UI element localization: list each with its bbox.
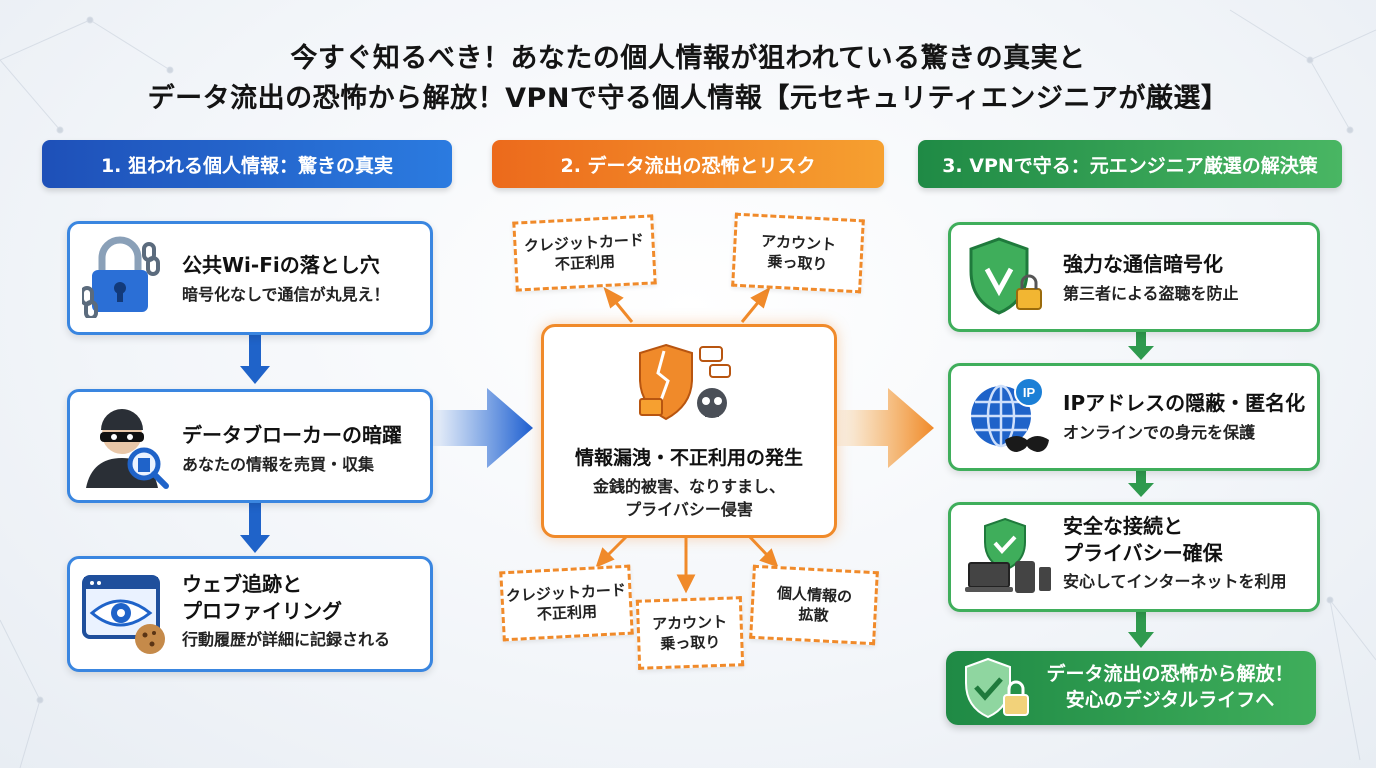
devices-shield-icon <box>965 517 1051 593</box>
masked-thief-icon <box>86 409 169 489</box>
threat-title-line1: ウェブ追跡と <box>182 572 302 596</box>
solution-title: 強力な通信暗号化 <box>1063 252 1223 276</box>
svg-text:IP: IP <box>1023 385 1036 400</box>
leak-desc-line1: 金銭的被害、なりすまし、 <box>592 477 785 496</box>
final-message-banner: データ流出の恐怖から解放！ 安心のデジタルライフへ <box>946 651 1316 725</box>
risk-box-account-takeover-bottom: アカウント乗っ取り <box>635 596 745 670</box>
section-header-risks: 2. データ流出の恐怖とリスク <box>492 140 884 188</box>
browser-eye-cookie-icon <box>82 575 165 654</box>
solution-title: IPアドレスの隠蔽・匿名化 <box>1063 391 1306 415</box>
risk-box-credit-card-top: クレジットカード不正利用 <box>512 214 657 292</box>
broken-shield-skull-icon <box>639 343 731 421</box>
risk-line2: 乗っ取り <box>660 632 721 654</box>
risk-box-account-takeover-top: アカウント乗っ取り <box>731 212 865 294</box>
solution-card-encryption: 強力な通信暗号化 第三者による盗聴を防止 <box>948 222 1320 332</box>
globe-ip-mask-icon: IP <box>971 377 1049 452</box>
chained-padlock-icon <box>82 236 160 318</box>
page-title-line1: 今すぐ知るべき！あなたの個人情報が狙われている驚きの真実と <box>290 43 1086 74</box>
threat-title: 公共Wi-Fiの落とし穴 <box>182 253 380 277</box>
solution-desc: オンラインでの身元を保護 <box>1063 423 1256 442</box>
leak-title: 情報漏洩・不正利用の発生 <box>574 447 803 469</box>
risk-line1: アカウント <box>651 612 728 634</box>
threat-desc: 行動履歴が詳細に記録される <box>182 630 391 649</box>
check-shield-lock-icon <box>965 657 1029 719</box>
risk-line2: 乗っ取り <box>767 252 828 274</box>
threat-card-web-tracking: ウェブ追跡と プロファイリング 行動履歴が詳細に記録される <box>67 556 433 672</box>
final-message-line1: データ流出の恐怖から解放！ <box>1046 663 1294 685</box>
threat-title-line2: プロファイリング <box>182 599 342 623</box>
threat-title: データブローカーの暗躍 <box>182 423 402 447</box>
final-message-line2: 安心のデジタルライフへ <box>1065 689 1275 711</box>
threat-card-public-wifi: 公共Wi-Fiの落とし穴 暗号化なしで通信が丸見え！ <box>67 221 433 335</box>
threat-desc: 暗号化なしで通信が丸見え！ <box>182 285 390 304</box>
threat-card-data-broker: データブローカーの暗躍 あなたの情報を売買・収集 <box>67 389 433 503</box>
section-header-threats: 1. 狙われる個人情報：驚きの真実 <box>42 140 452 188</box>
solution-desc: 第三者による盗聴を防止 <box>1063 284 1239 303</box>
risk-box-credit-card-bottom: クレジットカード不正利用 <box>499 564 634 642</box>
solution-title-line1: 安全な接続と <box>1063 514 1183 538</box>
risk-line2: 拡散 <box>798 605 829 625</box>
leak-center-card: 情報漏洩・不正利用の発生 金銭的被害、なりすまし、 プライバシー侵害 <box>541 324 837 538</box>
solution-title-line2: プライバシー確保 <box>1063 541 1223 565</box>
risk-box-info-spread: 個人情報の拡散 <box>749 564 879 646</box>
risk-line1: 個人情報の <box>776 584 853 606</box>
section-header-solutions: 3. VPNで守る：元エンジニア厳選の解決策 <box>918 140 1342 188</box>
solution-card-ip-anonymize: IP IPアドレスの隠蔽・匿名化 オンラインでの身元を保護 <box>948 363 1320 471</box>
final-message: データ流出の恐怖から解放！ 安心のデジタルライフへ <box>1030 661 1310 713</box>
shield-lock-icon <box>969 237 1042 315</box>
solution-desc: 安心してインターネットを利用 <box>1063 572 1287 591</box>
page-title-line2: データ流出の恐怖から解放！VPNで守る個人情報【元セキュリティエンジニアが厳選】 <box>147 83 1229 114</box>
solution-card-secure-connection: 安全な接続と プライバシー確保 安心してインターネットを利用 <box>948 502 1320 612</box>
threat-desc: あなたの情報を売買・収集 <box>182 455 375 474</box>
leak-desc-line2: プライバシー侵害 <box>625 500 753 519</box>
